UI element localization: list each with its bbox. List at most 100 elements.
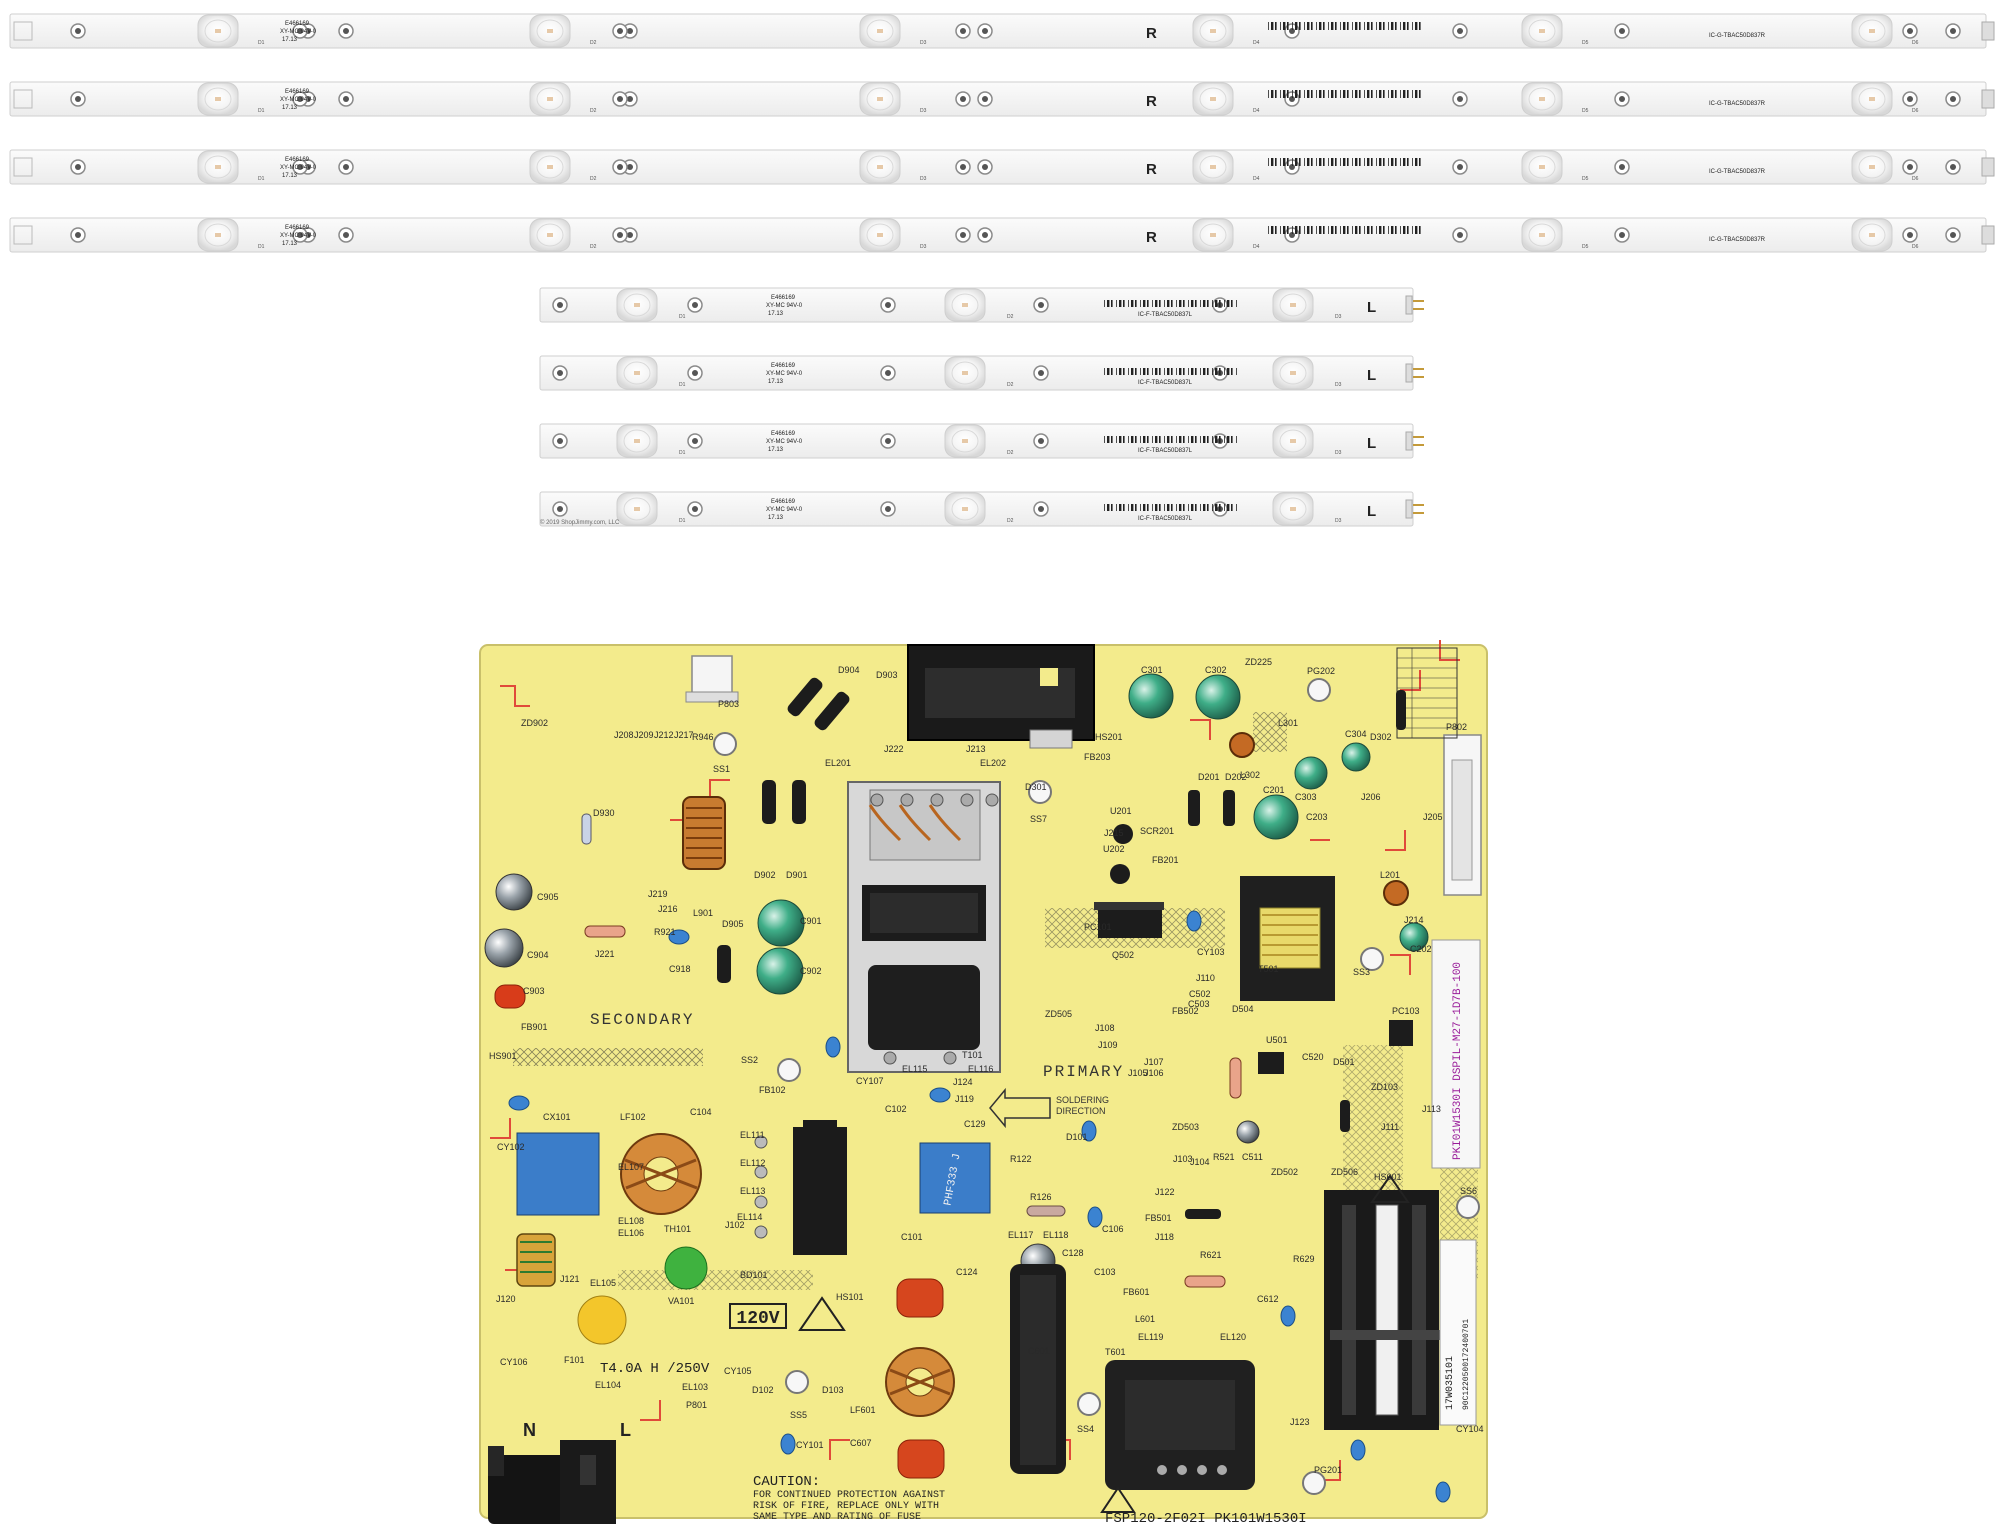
diode-label: D3 xyxy=(1335,382,1342,388)
mounting-hole-center xyxy=(557,302,563,308)
mounting-hole-center xyxy=(343,28,349,34)
mounting-hole-center xyxy=(1038,302,1044,308)
diode-label: D3 xyxy=(920,244,927,250)
capacitor-c302 xyxy=(1195,674,1241,720)
diode-label: D5 xyxy=(1582,40,1589,46)
ref-designator: R521 xyxy=(1213,1152,1235,1162)
ref-designator: D301 xyxy=(1025,782,1047,792)
main-transformer xyxy=(847,781,1001,1073)
led-lens-ring xyxy=(1858,87,1886,111)
led-chip xyxy=(1210,165,1216,169)
barcode xyxy=(1104,436,1237,443)
ref-designator: D302 xyxy=(1370,732,1392,742)
hatched-area xyxy=(1253,712,1287,752)
date-text: 17.13 xyxy=(768,379,784,385)
ref-designator: ZD503 xyxy=(1172,1122,1199,1132)
diode-label: D2 xyxy=(1007,382,1014,388)
caution-line-2: RISK OF FIRE, REPLACE ONLY WITH xyxy=(753,1501,939,1512)
led-lens-ring xyxy=(1279,293,1307,317)
led-lens-ring xyxy=(951,429,979,453)
diode-label: D5 xyxy=(1582,108,1589,114)
diode-label: D3 xyxy=(920,40,927,46)
ref-designator: C101 xyxy=(901,1232,923,1242)
mounting-hole-center xyxy=(960,232,966,238)
ref-designator: D904 xyxy=(838,665,860,675)
ref-designator: C918 xyxy=(669,964,691,974)
reference-designators: C905C904C903J219J216R921J221C918FB901HS9… xyxy=(489,657,1484,1475)
ref-designator: C901 xyxy=(800,916,822,926)
ref-designator: J103 xyxy=(1173,1154,1193,1164)
ic-pc101 xyxy=(1098,908,1162,938)
ref-designator: C902 xyxy=(800,966,822,976)
led-lens-ring xyxy=(1528,19,1556,43)
barcode xyxy=(1104,368,1237,375)
ref-designator: SS1 xyxy=(713,764,730,774)
mounting-hole-center xyxy=(1457,96,1463,102)
led-lens-ring xyxy=(1199,19,1227,43)
ref-designator: D102 xyxy=(752,1385,774,1395)
diodes xyxy=(717,677,1406,1219)
cert-text: E466169 xyxy=(771,499,796,505)
ref-designator: EL201 xyxy=(825,758,851,768)
mounting-hole-center xyxy=(627,232,633,238)
led-lens-ring xyxy=(1858,155,1886,179)
diode-label: D4 xyxy=(1253,40,1260,46)
led-lens-ring xyxy=(623,497,651,521)
led-lens-ring xyxy=(204,87,232,111)
led-lens-ring xyxy=(536,19,564,43)
ref-designator: EL120 xyxy=(1220,1332,1246,1342)
ref-designator: J111 xyxy=(1381,1122,1399,1132)
part-code: IC-F-TBAC50D837L xyxy=(1138,380,1193,386)
ref-designator: J109 xyxy=(1098,1040,1118,1050)
ref-designator: J206 xyxy=(1361,792,1381,802)
led-chip xyxy=(1869,233,1875,237)
ref-designator: PC101 xyxy=(1084,922,1112,932)
led-chip xyxy=(877,233,883,237)
ref-designator: J105 xyxy=(1128,1068,1148,1078)
ref-designator: J213 xyxy=(966,744,986,754)
capacitor-c303 xyxy=(1294,756,1328,790)
ref-designator: HS101 xyxy=(836,1292,864,1302)
mounting-hole-center xyxy=(75,96,81,102)
led-chip xyxy=(1539,165,1545,169)
led-lens-ring xyxy=(1199,87,1227,111)
mounting-hole-center xyxy=(1619,28,1625,34)
part-code: IC-F-TBAC50D837L xyxy=(1138,448,1193,454)
watermark: © 2019 ShopJimmy.com, LLC xyxy=(540,519,620,526)
film-capacitor xyxy=(896,1278,944,1318)
ref-designator: J119 xyxy=(955,1094,974,1104)
led-chip xyxy=(1869,165,1875,169)
mounting-hole-center xyxy=(1289,28,1295,34)
ref-designator: EL117 xyxy=(1008,1230,1033,1240)
soldering-label-1: SOLDERING xyxy=(1056,1095,1109,1105)
barcode xyxy=(1268,22,1421,30)
ref-designator: L601 xyxy=(1135,1314,1155,1324)
led-chip xyxy=(1869,29,1875,33)
ref-designator: J122 xyxy=(1155,1187,1175,1197)
ref-designator: C905 xyxy=(537,892,559,902)
x-capacitor-cx101 xyxy=(516,1132,600,1216)
ref-designator: J104 xyxy=(1190,1157,1210,1167)
ref-designator: EL106 xyxy=(618,1228,644,1238)
date-text: 17.13 xyxy=(768,515,784,521)
ref-designator: J219 xyxy=(648,889,668,899)
led-lens-ring xyxy=(536,223,564,247)
ref-designator: C128 xyxy=(1062,1248,1084,1258)
led-chip xyxy=(634,507,640,511)
top-housing-slot xyxy=(1040,668,1058,686)
led-chip xyxy=(547,233,553,237)
led-lens-ring xyxy=(951,361,979,385)
led-chip xyxy=(1210,29,1216,33)
led-chip xyxy=(215,233,221,237)
led-chip xyxy=(634,371,640,375)
warning-triangle-icon xyxy=(1370,1174,1410,1203)
ref-designator: C302 xyxy=(1205,665,1227,675)
soldering-arrow xyxy=(989,1087,1051,1129)
line-label: L xyxy=(620,1420,631,1440)
capacitor-c904 xyxy=(484,928,524,968)
date-text: 17.13 xyxy=(282,37,298,43)
ref-designator: U201 xyxy=(1110,806,1132,816)
ref-designator: EL113 xyxy=(740,1186,765,1196)
